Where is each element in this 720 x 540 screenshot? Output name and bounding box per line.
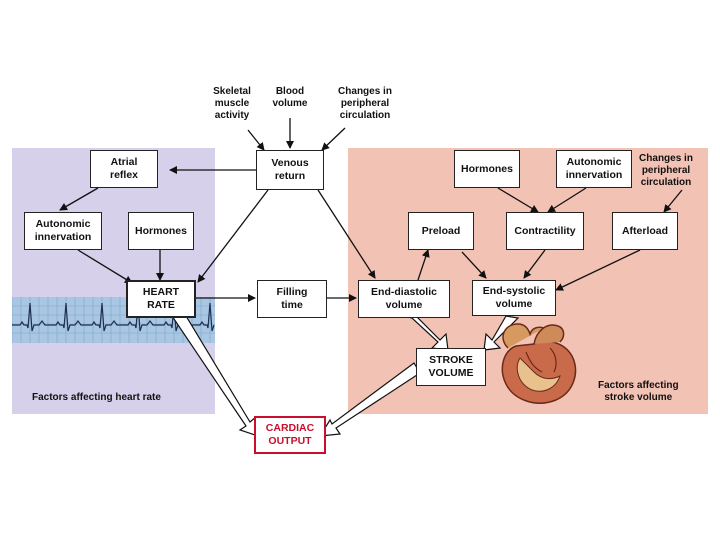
- autonomic-innervation-sv-node: Autonomic innervation: [556, 150, 632, 188]
- end-systolic-volume-node: End-systolic volume: [472, 280, 556, 316]
- arrow-hormones-to-contractility: [497, 187, 539, 213]
- heart-rate-factors-caption: Factors affecting heart rate: [32, 392, 161, 403]
- arrow-atrial-to-autonomic: [59, 187, 99, 211]
- arrow-venous-to-hr: [197, 189, 269, 283]
- arrow-preload-to-esv: [461, 251, 487, 279]
- end-diastolic-volume-node: End-diastolic volume: [358, 280, 450, 318]
- filling-time-node: Filling time: [257, 280, 327, 318]
- arrow-contractility-to-esv: [523, 249, 546, 279]
- autonomic-innervation-hr-node: Autonomic innervation: [24, 212, 102, 250]
- atrial-reflex-node: Atrial reflex: [90, 150, 158, 188]
- arrow-autonomic-to-contractility: [547, 187, 587, 213]
- block-arrow-sv-to-co: [318, 362, 421, 437]
- arrow-venous-to-edv: [317, 189, 376, 279]
- hormones-sv-node: Hormones: [454, 150, 520, 188]
- block-arrow-esv-to-sv: [483, 315, 520, 351]
- arrow-afterload-to-esv: [555, 249, 641, 291]
- skeletal-muscle-label: Skeletal muscle activity: [213, 86, 251, 121]
- arrow-skeletal-to-venous: [247, 129, 265, 151]
- arrow-edv-to-preload: [417, 249, 430, 281]
- cardiac-output-node: CARDIAC OUTPUT: [254, 416, 326, 454]
- heart-rate-node: HEART RATE: [126, 280, 196, 318]
- changes-peripheral-label: Changes in peripheral circulation: [338, 86, 392, 121]
- hormones-hr-node: Hormones: [128, 212, 194, 250]
- afterload-node: Afterload: [612, 212, 678, 250]
- stroke-volume-node: STROKE VOLUME: [416, 348, 486, 386]
- venous-return-node: Venous return: [256, 150, 324, 190]
- arrow-changes-to-afterload: [663, 189, 683, 213]
- changes-peripheral-sv-label: Changes in peripheral circulation: [639, 153, 693, 188]
- arrow-autonomic-to-hr: [77, 249, 133, 284]
- contractility-node: Contractility: [506, 212, 584, 250]
- preload-node: Preload: [408, 212, 474, 250]
- blood-volume-label: Blood volume: [272, 86, 308, 109]
- arrow-changes-to-venous: [321, 127, 346, 151]
- block-arrow-edv-to-sv: [403, 315, 449, 351]
- stroke-volume-factors-caption: Factors affecting stroke volume: [598, 380, 679, 403]
- heart-illustration: [501, 323, 577, 404]
- block-arrow-hr-to-co: [170, 315, 259, 437]
